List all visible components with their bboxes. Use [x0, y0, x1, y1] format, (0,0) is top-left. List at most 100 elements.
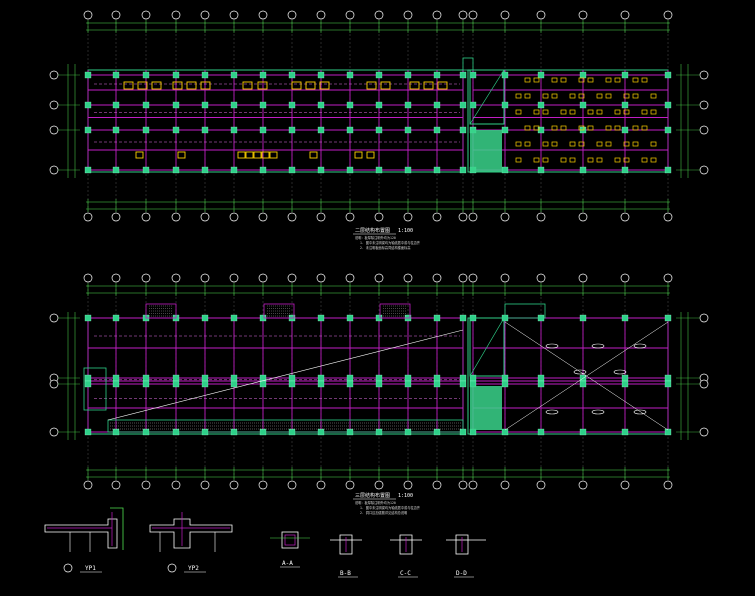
floor-opening: [641, 109, 648, 115]
column-marker: [459, 126, 467, 134]
column-marker: [375, 380, 383, 388]
floor-opening: [641, 157, 648, 163]
floor-opening: [569, 141, 576, 147]
canopy-slab: [379, 303, 411, 319]
floor-opening: [542, 157, 549, 163]
axis-bubble-icon: [432, 10, 442, 20]
floor-opening: [409, 81, 420, 90]
slab-symbol-icon: [545, 343, 559, 349]
column-marker: [537, 428, 545, 436]
floor-opening: [587, 109, 594, 115]
floor-opening: [551, 141, 558, 147]
column-marker: [201, 314, 209, 322]
axis-bubble-icon: [663, 273, 673, 283]
axis-bubble-icon: [578, 212, 588, 222]
column-marker: [433, 71, 441, 79]
axis-bubble-icon: [468, 480, 478, 490]
slab-notch: [504, 303, 546, 319]
axis-bubble-icon: [374, 273, 384, 283]
floor-opening: [578, 125, 585, 131]
floor-opening: [605, 141, 612, 147]
axis-bubble-icon: [536, 10, 546, 20]
detail-yp1[interactable]: YP1: [44, 507, 124, 573]
axis-bubble-icon: [229, 10, 239, 20]
column-marker: [288, 71, 296, 79]
column-marker: [621, 71, 629, 79]
axis-bubble-icon: [200, 480, 210, 490]
floor-opening: [569, 109, 576, 115]
column-marker: [579, 380, 587, 388]
axis-bubble-icon: [49, 427, 59, 437]
column-marker: [433, 126, 441, 134]
section-symbol-icon: [167, 563, 177, 573]
floor-opening: [623, 93, 630, 99]
column-marker: [201, 126, 209, 134]
detail-label: C-C: [400, 570, 411, 577]
slab-symbol-icon: [633, 343, 647, 349]
column-marker: [501, 166, 509, 174]
axis-bubble-icon: [620, 273, 630, 283]
plan-note: 说明：板厚除注明外均为120: [355, 235, 396, 240]
floor-opening: [423, 81, 434, 90]
detail-aa[interactable]: A-A: [270, 531, 310, 568]
column-marker: [346, 314, 354, 322]
slab-overhang: [83, 367, 107, 411]
column-marker: [621, 314, 629, 322]
axis-bubble-icon: [699, 427, 709, 437]
axis-bubble-icon: [258, 10, 268, 20]
slab-symbol-icon: [613, 369, 627, 375]
plan-scale: 1:100: [398, 493, 413, 499]
column-marker: [346, 374, 354, 382]
column-marker: [172, 71, 180, 79]
floor-opening: [542, 109, 549, 115]
column-marker: [84, 71, 92, 79]
column-marker: [459, 314, 467, 322]
detail-yp2[interactable]: YP2: [149, 512, 233, 573]
axis-bubble-icon: [49, 125, 59, 135]
floor-opening: [533, 109, 540, 115]
column-marker: [664, 380, 672, 388]
column-marker: [317, 166, 325, 174]
column-marker: [459, 374, 467, 382]
column-marker: [259, 166, 267, 174]
axis-bubble-icon: [500, 212, 510, 222]
canopy-slab: [145, 303, 177, 319]
detail-bb[interactable]: B-B: [330, 534, 362, 578]
axis-bubble-icon: [536, 273, 546, 283]
plan-scale: 1:100: [398, 228, 413, 234]
plan-title: 二层结构布置图: [355, 227, 390, 234]
floor-opening: [551, 125, 558, 131]
slab-symbol-icon: [545, 409, 559, 415]
detail-dd[interactable]: D-D: [446, 534, 486, 578]
floor-opening: [177, 151, 186, 159]
floor-opening: [135, 151, 144, 159]
floor-opening: [291, 81, 302, 90]
axis-bubble-icon: [374, 480, 384, 490]
axis-bubble-icon: [458, 10, 468, 20]
column-marker: [537, 380, 545, 388]
floor-opening: [542, 141, 549, 147]
axis-bubble-icon: [663, 10, 673, 20]
floor-opening: [309, 151, 318, 159]
column-marker: [664, 71, 672, 79]
detail-cc[interactable]: C-C: [390, 534, 422, 578]
detail-label: B-B: [340, 570, 351, 577]
plan-title-block-3f: 三层结构布置图 1:100 说明：板厚除注明外均为120 1. 图中未注明梁均为…: [353, 492, 421, 515]
floor-opening: [533, 77, 540, 83]
floor-opening: [650, 109, 657, 115]
stair-core: [470, 130, 502, 172]
floor-opening: [366, 81, 377, 90]
column-marker: [230, 101, 238, 109]
column-marker: [404, 374, 412, 382]
column-marker: [112, 314, 120, 322]
axis-bubble-icon: [141, 273, 151, 283]
column-marker: [172, 166, 180, 174]
column-marker: [288, 374, 296, 382]
floor-opening: [269, 151, 278, 159]
column-marker: [621, 101, 629, 109]
column-marker: [579, 101, 587, 109]
axis-bubble-icon: [316, 273, 326, 283]
column-marker: [459, 380, 467, 388]
column-marker: [84, 374, 92, 382]
